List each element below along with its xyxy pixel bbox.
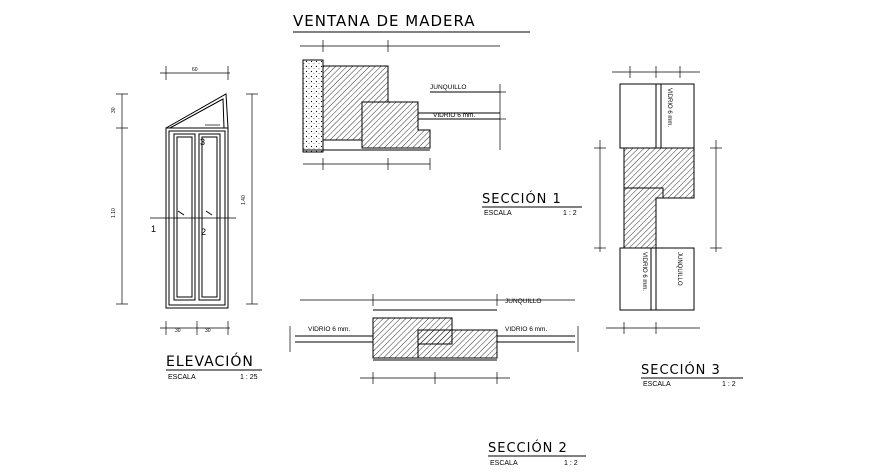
- svg-text:30: 30: [111, 107, 117, 113]
- section2-scale-value: 1 : 2: [564, 460, 578, 467]
- section1-view: [300, 40, 506, 170]
- svg-text:60: 60: [192, 67, 198, 73]
- section2-title: SECCIÓN 2: [488, 440, 568, 456]
- elevation-mark-3: 3: [200, 137, 205, 147]
- elevation-mark-2: 2: [201, 227, 206, 237]
- section3-vidrio-bottom-label: VIDRIO 6 mm.: [641, 252, 647, 291]
- section3-scale-label: ESCALA: [643, 381, 671, 388]
- elevation-scale-label: ESCALA: [168, 374, 196, 381]
- section2-vidrio-left-label: VIDRIO 6 mm.: [308, 326, 350, 333]
- section1-vidrio-label: VIDRIO 6 mm.: [433, 112, 475, 119]
- section3-title: SECCIÓN 3: [641, 362, 721, 378]
- svg-text:1.10: 1.10: [111, 208, 117, 218]
- section1-scale-value: 1 : 2: [563, 210, 577, 217]
- elevation-dimensions: [116, 66, 258, 335]
- section2-vidrio-right-label: VIDRIO 6 mm.: [505, 326, 547, 333]
- section2-scale-label: ESCALA: [490, 460, 518, 467]
- elevation-scale-value: 1 : 25: [240, 374, 258, 381]
- section1-junquillo-label: JUNQUILLO: [430, 84, 466, 91]
- section2-junquillo-label: JUNQUILLO: [505, 298, 541, 305]
- drawing-title: VENTANA DE MADERA: [293, 12, 476, 30]
- section2-view: [289, 294, 579, 384]
- elevation-title: ELEVACIÓN: [166, 352, 254, 370]
- section3-junquillo-label: JUNQUILLO: [676, 252, 682, 286]
- elevation-dimension-texts: 60 30 1.10 1.40 30 30: [111, 67, 247, 334]
- section3-vidrio-top-label: VIDRIO 6 mm.: [666, 88, 672, 127]
- section1-scale-label: ESCALA: [484, 210, 512, 217]
- section3-view: [594, 66, 722, 334]
- section3-scale-value: 1 : 2: [722, 381, 736, 388]
- svg-text:1.40: 1.40: [241, 195, 247, 205]
- section1-title: SECCIÓN 1: [482, 191, 562, 207]
- svg-text:30: 30: [205, 328, 211, 334]
- elevation-view: [150, 93, 236, 309]
- elevation-mark-1: 1: [151, 224, 156, 234]
- svg-text:30: 30: [175, 328, 181, 334]
